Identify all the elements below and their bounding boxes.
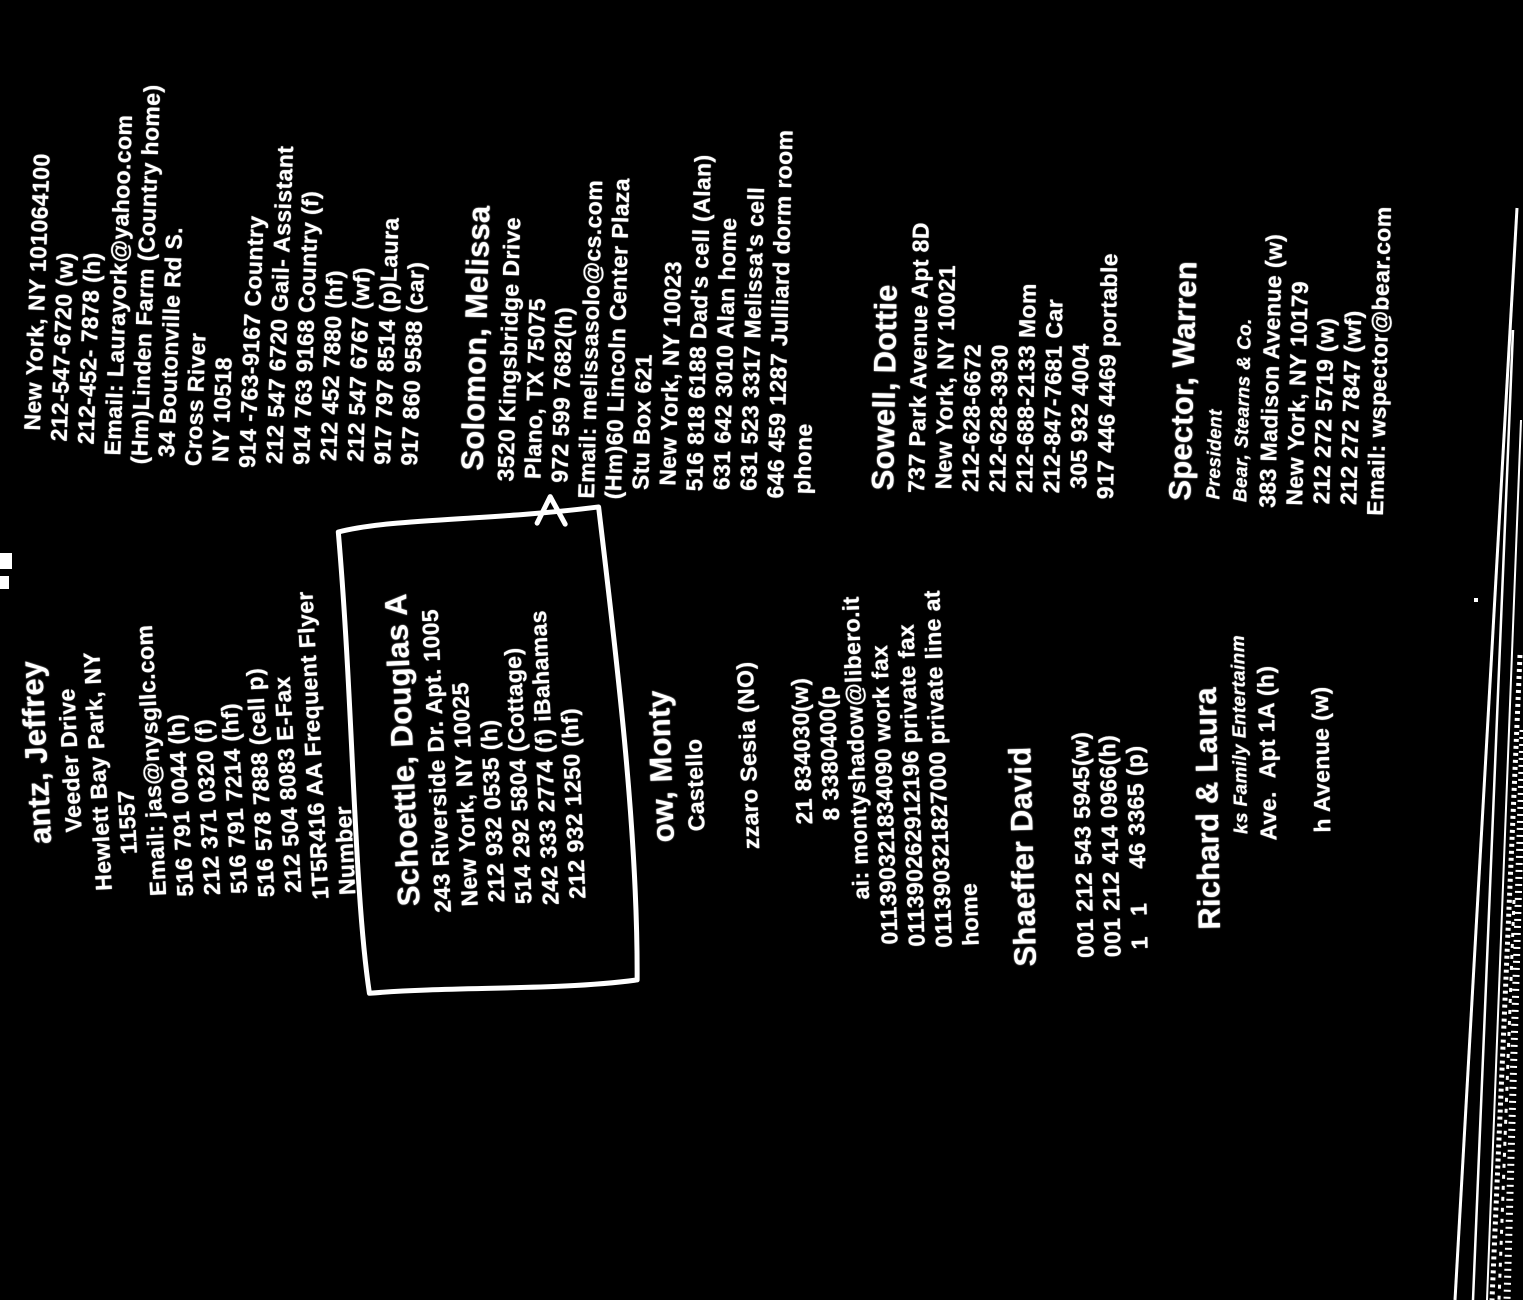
contact-name: Solomon, Melissa: [454, 205, 497, 471]
contact-detail-line: 212-628-6672: [957, 343, 986, 493]
contact-detail-line: 212-628-3930: [984, 344, 1013, 493]
contact-detail-line: 11557: [112, 789, 142, 856]
contact-detail-line: 917 860 9588 (car): [396, 261, 430, 467]
contact-name: antz, Jeffrey: [13, 659, 59, 845]
contact-detail-line: 212-688-2133 Mom: [1011, 282, 1041, 494]
hand-drawn-box: [335, 504, 640, 996]
contact-detail-line: 305 932 4004: [1065, 343, 1094, 489]
contact-detail-line: New York, NY 10021: [930, 264, 961, 490]
contact-detail-line: Hewlett Bay Park, NY: [78, 651, 117, 892]
contact-detail-line: Stu Box 621: [627, 353, 657, 491]
contact-detail-line: 212-847-7681 Car: [1038, 298, 1068, 494]
contact-name: Spector, Warren: [1162, 260, 1204, 501]
contact-company-line: ks Family Entertainm: [1227, 634, 1253, 835]
contact-detail-line: Ave. Apt 1A (h): [1252, 665, 1282, 841]
blank-line: [1284, 921, 1311, 928]
contact-detail-line: zzaro Sesia (NO): [731, 661, 765, 850]
blank-line: [715, 948, 742, 956]
arrow-icon: [534, 494, 568, 527]
contact-detail-line: Email: wspector@bear.com: [1361, 205, 1397, 516]
contact-detail-line: Number: [329, 805, 361, 896]
contact-detail-line: Castello: [680, 738, 710, 832]
contact-name: Shaeffer David: [1002, 746, 1043, 967]
contact-detail-line: phone: [789, 422, 817, 495]
contact-name: Sowell, Dottie: [865, 284, 904, 491]
contact-detail-line: h Avenue (w): [1306, 686, 1336, 833]
highlight-box-annotation: [335, 494, 640, 996]
contact-detail-line: 1 1 46 3365 (p): [1121, 745, 1153, 950]
contact-detail-line: NY 10518: [207, 356, 237, 463]
contact-detail-line: home: [955, 882, 984, 947]
blank-line: [769, 946, 796, 954]
blank-line: [1046, 958, 1073, 966]
contact-name: ow, Monty: [640, 689, 681, 844]
address-entry-shaeffer: Shaeffer David 001 212 543 5945(w)001 21…: [1000, 730, 1154, 967]
contact-detail-line: 917 446 4469 portable: [1092, 252, 1123, 500]
contact-company-line: President: [1203, 408, 1227, 500]
contact-name: Richard & Laura: [1187, 686, 1227, 930]
